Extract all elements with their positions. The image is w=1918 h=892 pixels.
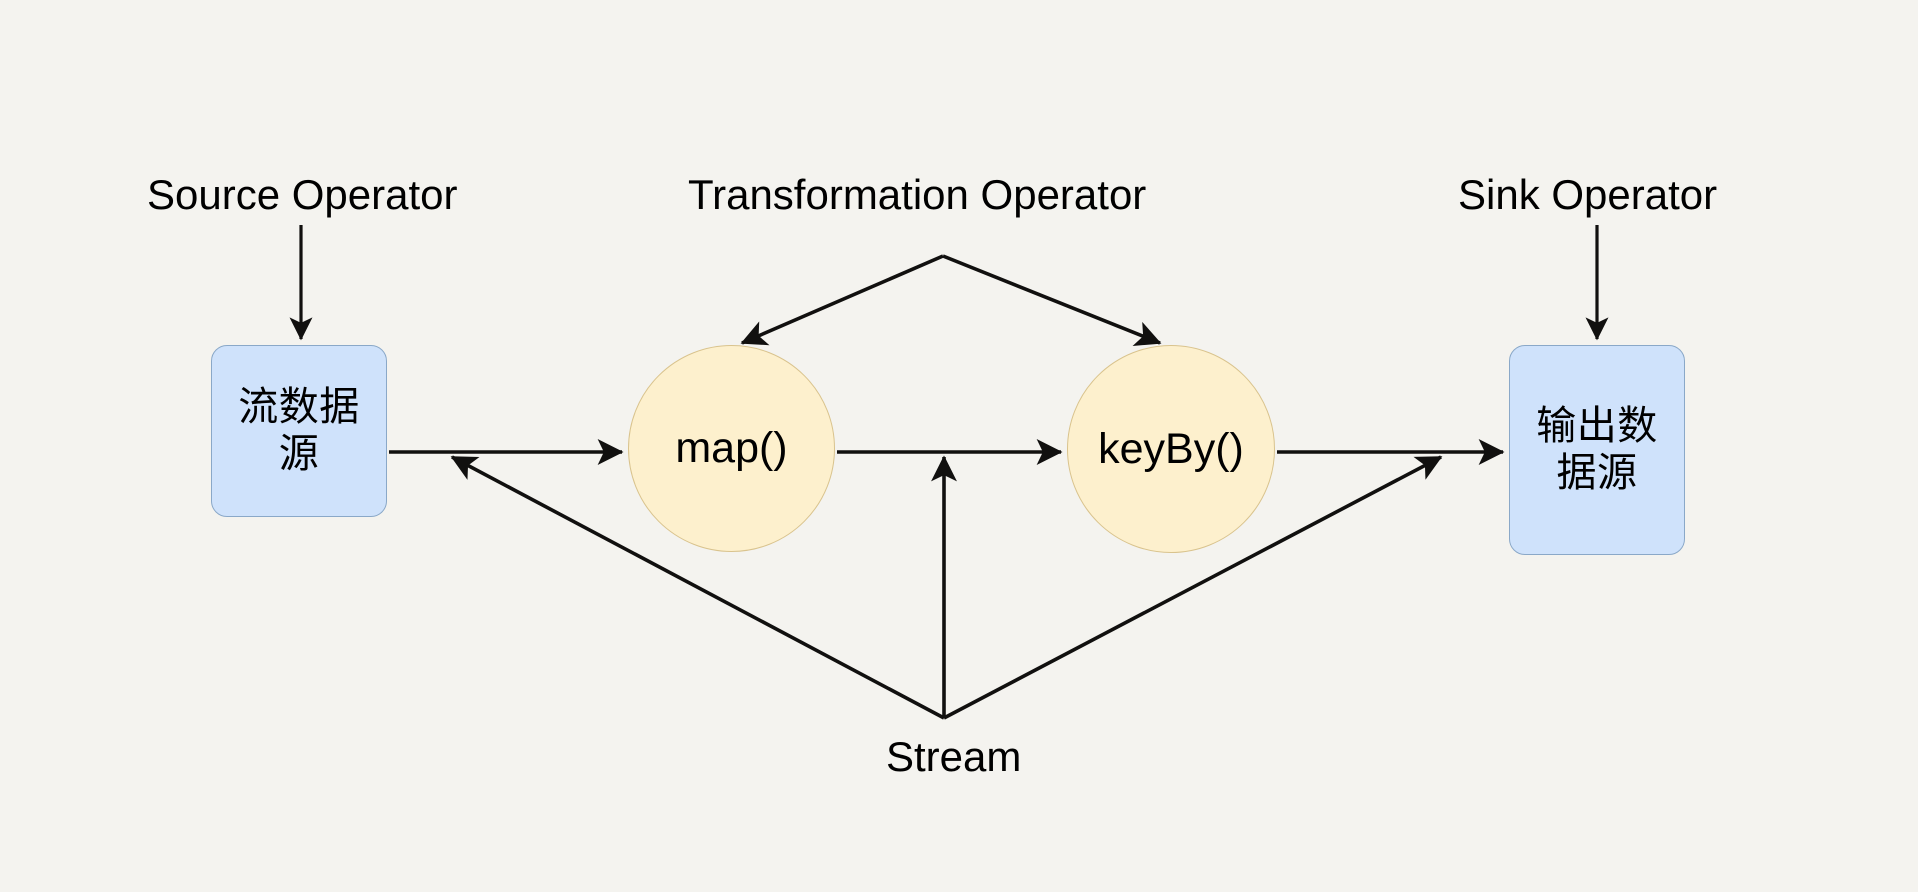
edge-stream-to-keyby-sink bbox=[943, 455, 1443, 720]
node-map-label: map() bbox=[675, 424, 788, 472]
caption-sink-operator: Sink Operator bbox=[1458, 171, 1718, 218]
node-operator-keyby[interactable]: keyBy() bbox=[1067, 345, 1275, 553]
node-source-label: 流数据源 bbox=[238, 384, 360, 476]
caption-source-operator: Source Operator bbox=[147, 171, 458, 218]
edge-transform-caption-to-keyby bbox=[942, 254, 1162, 346]
node-sink-output-data-source[interactable]: 输出数据源 bbox=[1509, 345, 1685, 555]
node-sink-label: 输出数据源 bbox=[1536, 403, 1658, 495]
caption-transformation-operator: Transformation Operator bbox=[688, 171, 1147, 218]
node-operator-map[interactable]: map() bbox=[628, 345, 835, 552]
edge-transform-caption-to-map bbox=[740, 254, 944, 346]
edge-stream-to-source-map bbox=[450, 455, 945, 720]
caption-stream: Stream bbox=[886, 733, 1022, 780]
node-keyby-label: keyBy() bbox=[1098, 424, 1244, 473]
node-source-stream-data-source[interactable]: 流数据源 bbox=[211, 345, 387, 517]
